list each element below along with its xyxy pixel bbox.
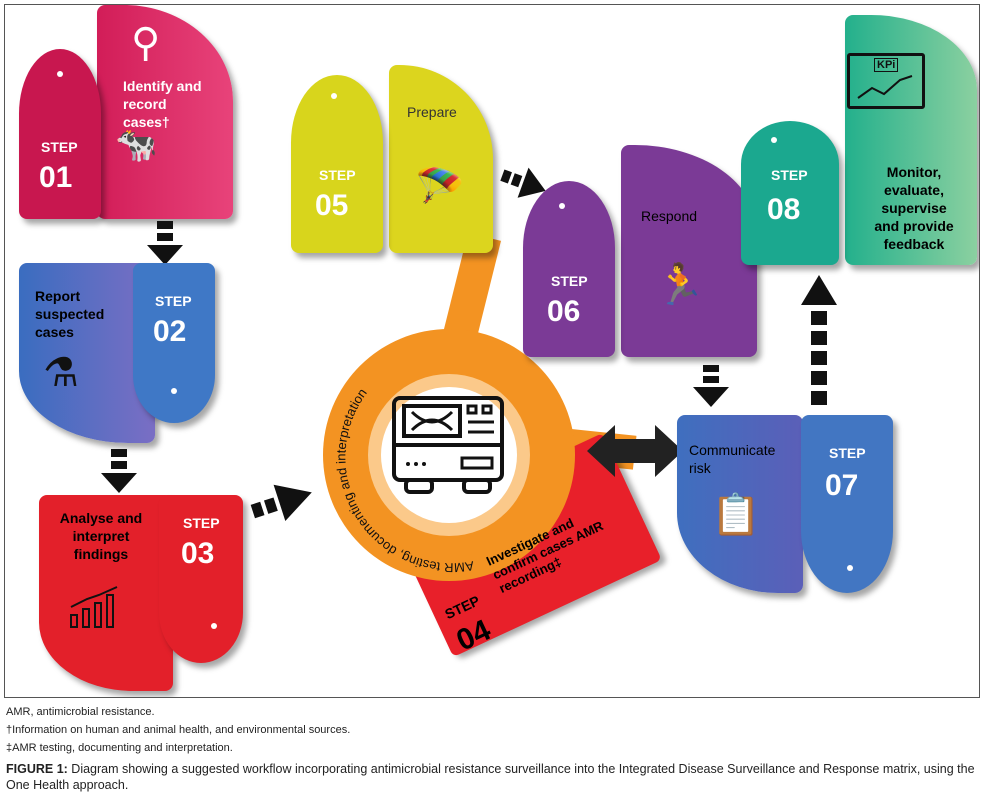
step01-description: Identify and record cases† — [123, 78, 202, 130]
step-number: 02 — [153, 315, 187, 348]
animals-people-icon: 🐄 — [115, 126, 158, 164]
step05-tab: STEP 05 — [291, 75, 383, 253]
step-description: Investigate and confirm cases AMR record… — [483, 515, 606, 596]
step03-content — [39, 495, 173, 691]
arrow-03-04 — [250, 484, 312, 521]
footnote: †Information on human and animal health,… — [6, 724, 351, 736]
step03-description: Analyse and interpret findings — [59, 510, 143, 562]
step07-tab: STEP 07 — [801, 415, 893, 593]
footnote: ‡AMR testing, documenting and interpreta… — [6, 742, 233, 754]
magnifier-icon: ⚲ — [131, 21, 161, 65]
step-number: 01 — [39, 161, 73, 194]
step07-description: Communicate risk — [689, 442, 776, 476]
figure-label: FIGURE 1: — [6, 762, 68, 776]
figure-text: Diagram showing a suggested workflow inc… — [6, 762, 975, 792]
step06-description: Respond — [641, 208, 698, 224]
arrow-05-06 — [500, 167, 546, 198]
step-label: STEP — [829, 445, 866, 461]
step-label: STEP — [41, 139, 78, 155]
figure-caption: FIGURE 1: Diagram showing a suggested wo… — [6, 761, 986, 793]
arrow-01-02 — [147, 221, 183, 265]
amr-ring-label: AMR testing, documenting and interpretat… — [333, 386, 475, 576]
step08-content — [845, 15, 977, 265]
step06-content — [621, 145, 757, 357]
arrow-07-08 — [801, 275, 837, 405]
step02-content — [19, 263, 155, 443]
step03-tab: STEP 03 — [159, 495, 243, 663]
step-label: STEP — [551, 273, 588, 289]
emergency-responder-icon: 🏃 — [655, 263, 705, 307]
step-number: 07 — [825, 469, 859, 502]
airdrop-supplies-icon: 🪂 — [415, 165, 465, 209]
growth-chart-icon — [70, 586, 118, 628]
double-arrow-04-07 — [587, 425, 683, 477]
step08-description: Monitor, evaluate, supervise and provide… — [874, 164, 954, 252]
arrow-02-03 — [101, 449, 137, 493]
step-number: 03 — [181, 537, 215, 570]
step05-description: Prepare — [407, 104, 457, 120]
medical-clipboard-icon: 📋 — [711, 493, 761, 537]
step-label: STEP — [155, 293, 192, 309]
step06-tab: STEP 06 — [523, 181, 615, 357]
pcr-machine-icon — [392, 396, 504, 494]
footnote: AMR, antimicrobial resistance. — [6, 706, 155, 718]
step-number: 06 — [547, 295, 581, 328]
step05-content — [389, 65, 493, 253]
step-number: 05 — [315, 189, 349, 222]
kpi-monitor-icon: KPi — [847, 53, 925, 109]
step02-description: Report suspected cases — [35, 288, 105, 340]
step-label: STEP — [319, 167, 356, 183]
kpi-icon-label: KPi — [874, 58, 899, 72]
step01-tab: STEP 01 — [19, 49, 101, 219]
step-label: STEP — [183, 515, 220, 531]
step08-tab: STEP 08 — [741, 121, 839, 265]
step-number: 08 — [767, 193, 801, 226]
arrow-06-07 — [693, 365, 729, 407]
step-label: STEP — [771, 167, 808, 183]
step-number: 04 — [451, 613, 496, 658]
lab-report-icon: ⚗ — [43, 351, 79, 395]
step02-tab: STEP 02 — [133, 263, 215, 423]
diagram-frame: AMR testing, documenting and interpretat… — [4, 4, 980, 698]
